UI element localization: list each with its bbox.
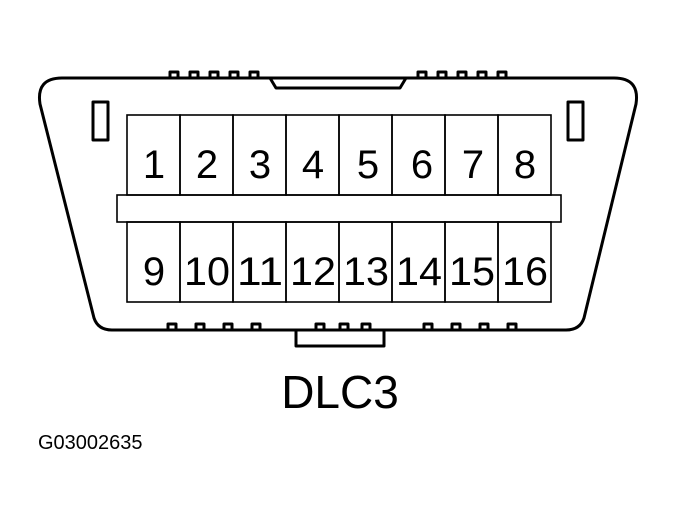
figure-code: G03002635 — [38, 432, 143, 454]
pin-label-15: 15 — [449, 250, 495, 294]
pin-label-4: 4 — [302, 143, 324, 187]
pin-label-7: 7 — [462, 143, 484, 187]
pin-label-8: 8 — [514, 143, 536, 187]
top-latch-ridge — [168, 70, 508, 90]
pin-cell-16 — [497, 221, 552, 303]
pin-label-9: 9 — [143, 250, 165, 294]
connector-housing — [37, 76, 639, 332]
left-guide-slot — [91, 100, 110, 142]
connector-title: DLC3 — [281, 366, 399, 418]
pin-label-13: 13 — [343, 250, 389, 294]
pin-label-12: 12 — [290, 250, 336, 294]
bottom-latch-ridge — [166, 322, 518, 348]
pin-label-16: 16 — [502, 250, 548, 294]
pin-label-5: 5 — [357, 143, 379, 187]
pin-label-6: 6 — [411, 143, 433, 187]
pin-label-2: 2 — [196, 143, 218, 187]
right-guide-slot — [566, 100, 585, 142]
pin-label-3: 3 — [249, 143, 271, 187]
pin-row-bottom — [126, 221, 552, 303]
pin-label-10: 10 — [184, 250, 230, 294]
pin-label-11: 11 — [237, 250, 283, 294]
center-divider — [116, 194, 562, 223]
pin-row-top — [126, 114, 552, 196]
pin-label-14: 14 — [396, 250, 442, 294]
pin-label-1: 1 — [143, 143, 165, 187]
